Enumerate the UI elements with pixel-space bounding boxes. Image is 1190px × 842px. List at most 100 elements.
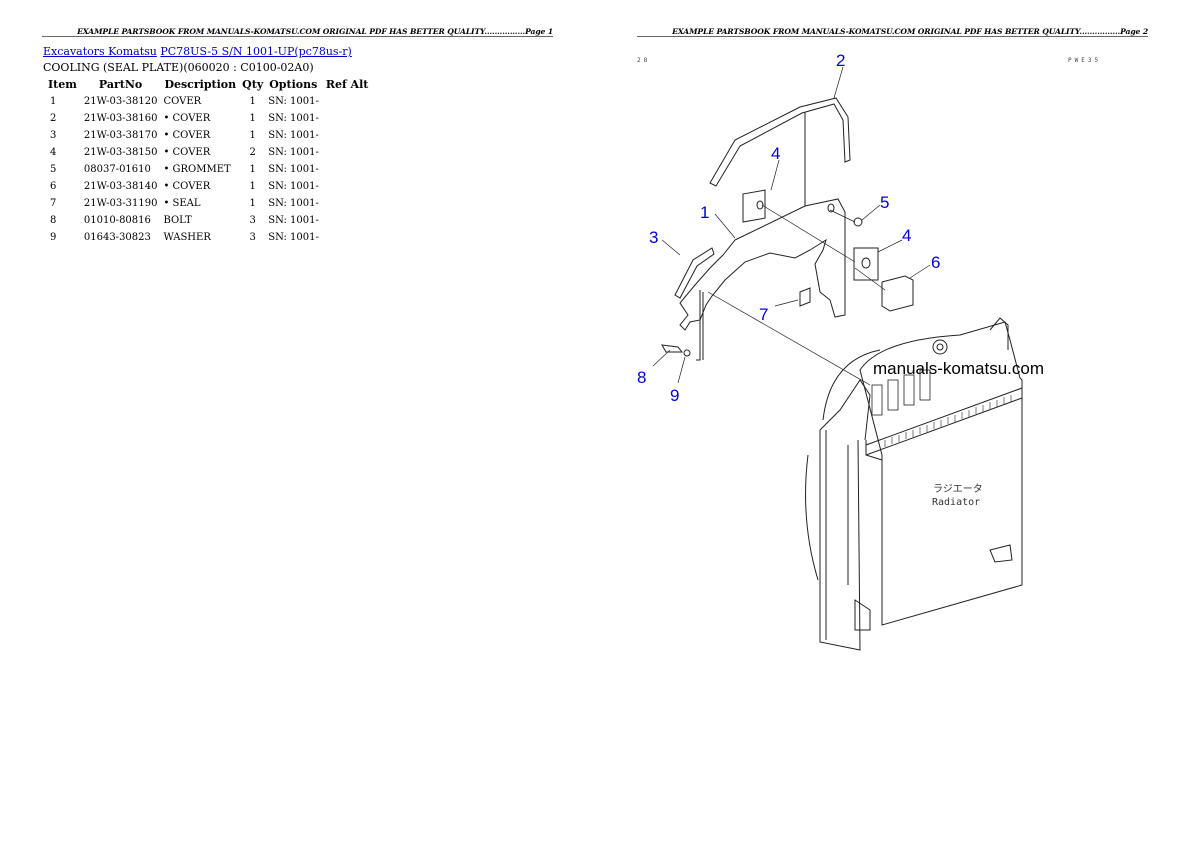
watermark-text: manuals-komatsu.com bbox=[873, 359, 1044, 378]
part-5-grommet bbox=[853, 217, 863, 227]
part-2-rod bbox=[709, 97, 851, 206]
header-rule bbox=[637, 36, 1148, 37]
description-cell: COVER bbox=[163, 96, 202, 107]
table-row: 3 21W-03-38170 • COVER 1 SN: 1001- bbox=[44, 127, 372, 144]
page-1: EXAMPLE PARTSBOOK FROM MANUALS-KOMATSU.C… bbox=[42, 27, 553, 246]
refalt-cell bbox=[322, 93, 373, 110]
qty-cell: 1 bbox=[249, 181, 256, 192]
exploded-parts-diagram: 2 4 1 5 3 4 6 7 8 9 manuals-komatsu.com … bbox=[637, 51, 1044, 651]
col-item: Item bbox=[48, 77, 77, 91]
item-cell: 7 bbox=[50, 198, 57, 209]
col-description: Description bbox=[164, 77, 237, 91]
part-4-pad-lower bbox=[853, 247, 879, 281]
col-options: Options bbox=[269, 77, 318, 91]
qty-cell: 3 bbox=[249, 232, 256, 243]
drawing-code-left: 28 bbox=[637, 57, 651, 64]
callout-3: 3 bbox=[649, 228, 658, 247]
part-7-seal bbox=[799, 287, 811, 307]
refalt-cell bbox=[322, 212, 373, 229]
part-6-block bbox=[881, 275, 914, 312]
section-title: COOLING (SEAL PLATE)(060020 : C0100-02A0… bbox=[43, 61, 314, 74]
col-qty: Qty bbox=[242, 78, 264, 91]
table-row: 6 21W-03-38140 • COVER 1 SN: 1001- bbox=[44, 178, 372, 195]
refalt-cell bbox=[322, 110, 373, 127]
partno-cell: 21W-03-38150 bbox=[83, 147, 158, 158]
radiator-label-jp: ラジエータ bbox=[933, 483, 983, 495]
refalt-cell bbox=[322, 161, 373, 178]
page-header: EXAMPLE PARTSBOOK FROM MANUALS-KOMATSU.C… bbox=[77, 27, 553, 36]
breadcrumb-link-category[interactable]: Excavators Komatsu bbox=[43, 45, 157, 58]
options-cell: SN: 1001- bbox=[268, 232, 319, 243]
callout-9: 9 bbox=[670, 386, 679, 405]
parts-table: Item PartNo Description Qty Options Ref … bbox=[44, 76, 372, 246]
callout-2: 2 bbox=[836, 51, 845, 70]
page-2: EXAMPLE PARTSBOOK FROM MANUALS-KOMATSU.C… bbox=[595, 0, 1190, 842]
item-cell: 2 bbox=[50, 113, 57, 124]
options-cell: SN: 1001- bbox=[268, 130, 319, 141]
description-cell: • COVER bbox=[163, 113, 211, 124]
description-cell: WASHER bbox=[163, 232, 211, 243]
partno-cell: 08037-01610 bbox=[83, 164, 151, 175]
description-cell: • COVER bbox=[163, 147, 211, 158]
callout-5: 5 bbox=[880, 193, 889, 212]
refalt-cell bbox=[322, 127, 373, 144]
partno-cell: 01010-80816 bbox=[83, 215, 151, 226]
options-cell: SN: 1001- bbox=[268, 113, 319, 124]
breadcrumb-link-model[interactable]: PC78US-5 S/N 1001-UP(pc78us-r) bbox=[160, 45, 352, 58]
col-partno: PartNo bbox=[98, 77, 143, 91]
description-cell: • COVER bbox=[163, 181, 211, 192]
partno-cell: 21W-03-38160 bbox=[83, 113, 158, 124]
callout-6: 6 bbox=[931, 253, 940, 272]
options-cell: SN: 1001- bbox=[268, 215, 319, 226]
header-rule bbox=[42, 36, 553, 37]
options-cell: SN: 1001- bbox=[268, 198, 319, 209]
part-9-washer bbox=[683, 349, 691, 357]
partno-cell: 21W-03-38120 bbox=[83, 96, 158, 107]
refalt-cell bbox=[322, 178, 373, 195]
item-cell: 4 bbox=[50, 147, 57, 158]
item-cell: 9 bbox=[50, 232, 57, 243]
item-cell: 1 bbox=[50, 96, 57, 107]
options-cell: SN: 1001- bbox=[268, 164, 319, 175]
item-cell: 5 bbox=[50, 164, 57, 175]
qty-cell: 1 bbox=[249, 164, 256, 175]
breadcrumb: Excavators Komatsu PC78US-5 S/N 1001-UP(… bbox=[43, 45, 352, 58]
part-1-plate bbox=[679, 198, 846, 361]
options-cell: SN: 1001- bbox=[268, 181, 319, 192]
qty-cell: 1 bbox=[249, 96, 256, 107]
callout-4-upper: 4 bbox=[771, 144, 780, 163]
item-cell: 3 bbox=[50, 130, 57, 141]
description-cell: • SEAL bbox=[163, 198, 201, 209]
options-cell: SN: 1001- bbox=[268, 147, 319, 158]
callout-4-lower: 4 bbox=[902, 226, 911, 245]
description-cell: BOLT bbox=[163, 215, 192, 226]
refalt-cell bbox=[322, 195, 373, 212]
description-cell: • GROMMET bbox=[163, 164, 231, 175]
part-8-bolt bbox=[661, 344, 684, 353]
refalt-cell bbox=[322, 144, 373, 161]
partno-cell: 21W-03-38170 bbox=[83, 130, 158, 141]
qty-cell: 1 bbox=[249, 198, 256, 209]
radiator-label-en: Radiator bbox=[932, 497, 980, 508]
partno-cell: 21W-03-38140 bbox=[83, 181, 158, 192]
table-row: 4 21W-03-38150 • COVER 2 SN: 1001- bbox=[44, 144, 372, 161]
page-header: EXAMPLE PARTSBOOK FROM MANUALS-KOMATSU.C… bbox=[672, 27, 1148, 36]
table-row: 9 01643-30823 WASHER 3 SN: 1001- bbox=[44, 229, 372, 246]
radiator-assembly bbox=[805, 317, 1023, 651]
callout-1: 1 bbox=[700, 203, 709, 222]
item-cell: 6 bbox=[50, 181, 57, 192]
part-4-pad-upper bbox=[742, 189, 766, 223]
qty-cell: 2 bbox=[249, 147, 256, 158]
table-row: 5 08037-01610 • GROMMET 1 SN: 1001- bbox=[44, 161, 372, 178]
callout-8: 8 bbox=[637, 368, 646, 387]
callout-7: 7 bbox=[759, 305, 768, 324]
col-refalt: Ref Alt bbox=[325, 77, 369, 91]
partno-cell: 01643-30823 bbox=[83, 232, 151, 243]
part-3-rod bbox=[674, 247, 715, 299]
qty-cell: 1 bbox=[249, 130, 256, 141]
description-cell: • COVER bbox=[163, 130, 211, 141]
